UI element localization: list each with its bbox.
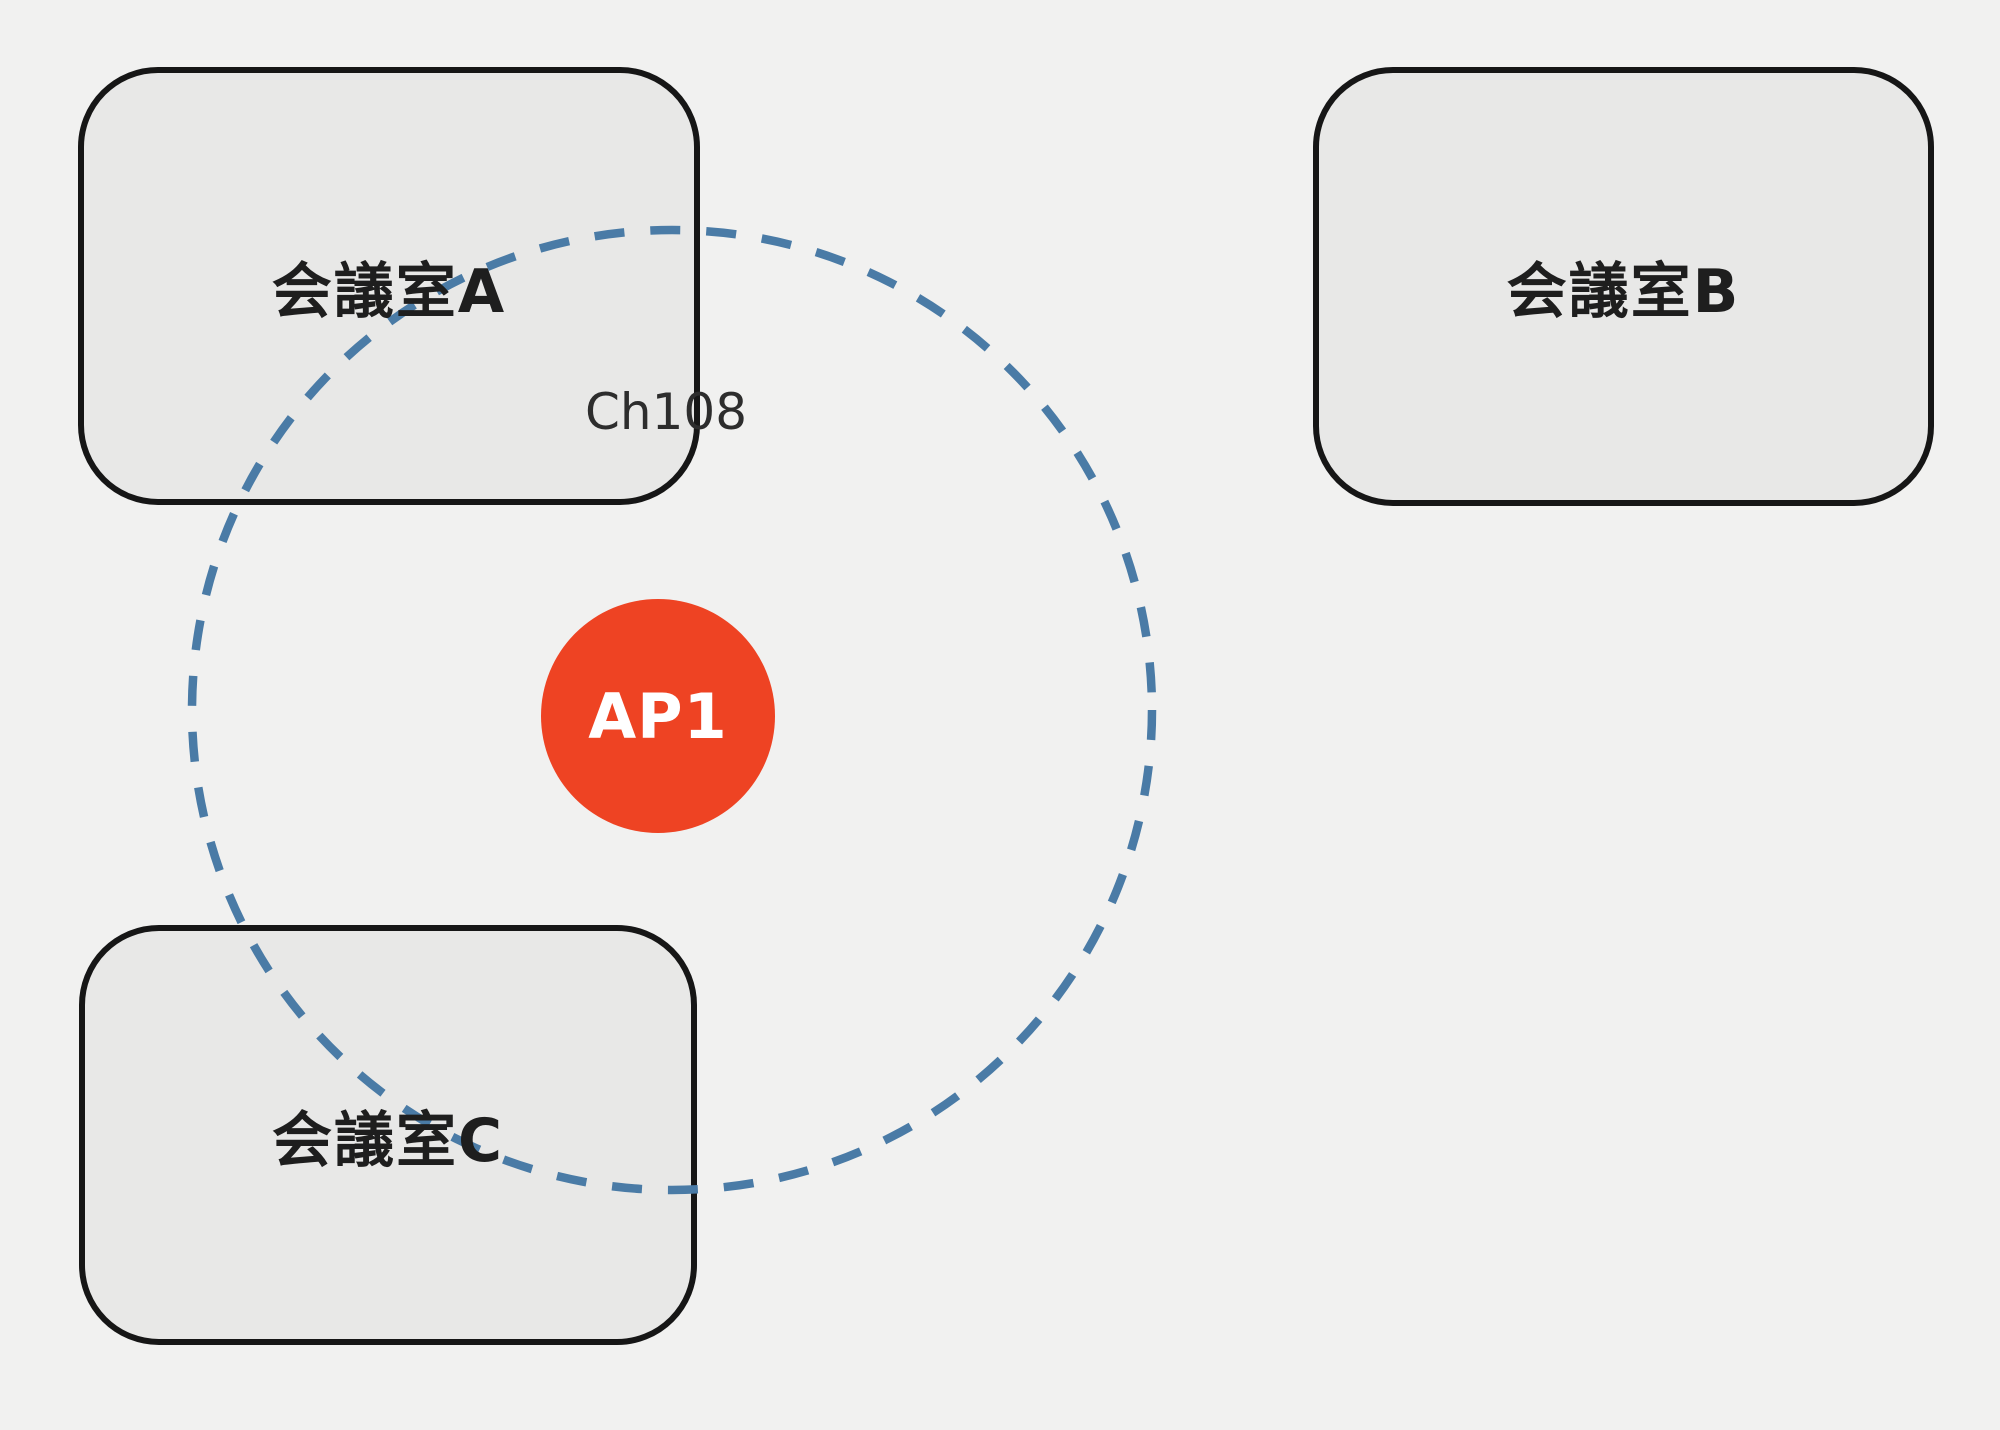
ap1-label: AP1 <box>588 679 728 753</box>
room-b-label: 会議室B <box>1506 257 1741 327</box>
room-a-label: 会議室A <box>271 256 507 327</box>
room-c-label: 会議室C <box>271 1105 505 1176</box>
room-b-box: 会議室B <box>1313 67 1934 506</box>
room-c-box: 会議室C <box>79 925 697 1345</box>
channel-label: Ch108 <box>585 383 748 441</box>
ap1-node: AP1 <box>541 599 775 833</box>
